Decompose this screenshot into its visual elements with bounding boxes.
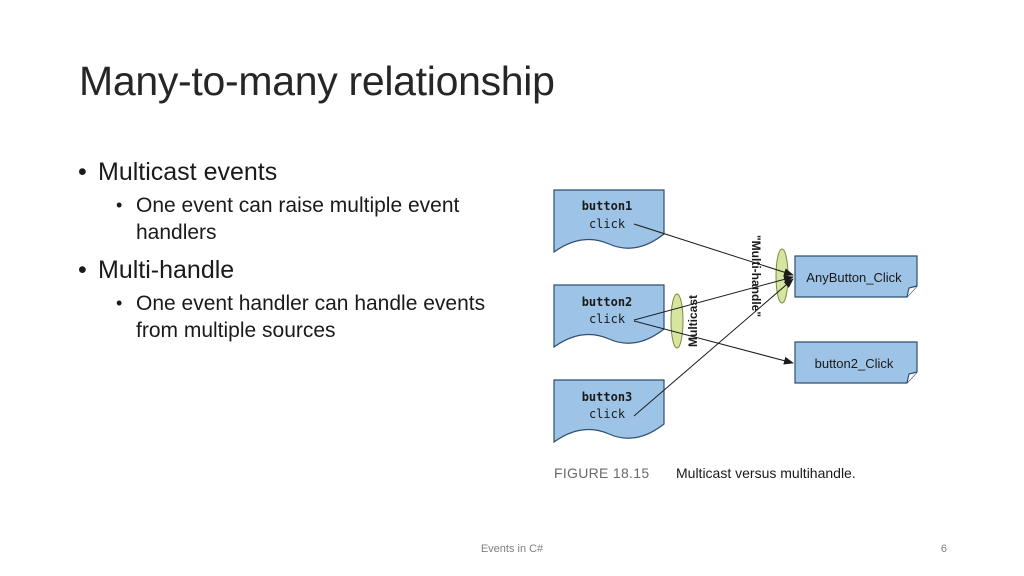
source-button2: button2 click <box>553 284 665 349</box>
handler-anybutton-click-label: AnyButton_Click <box>806 270 902 285</box>
bullet-multi-handle: Multi-handle <box>78 254 518 286</box>
arrow-button2-to-anybutton <box>633 275 794 321</box>
figure-number: FIGURE 18.15 <box>554 465 649 481</box>
source-button3: button3 click <box>553 379 665 444</box>
source-button2-event: click <box>589 312 626 326</box>
arrow-button2-to-button2click <box>633 320 794 365</box>
source-button1-name: button1 <box>582 199 633 213</box>
multicast-label: Multicast <box>686 295 700 347</box>
handler-button2-click-label: button2_Click <box>815 356 894 371</box>
footer-title: Events in C# <box>480 543 544 555</box>
source-button2-name: button2 <box>582 295 633 309</box>
figure-caption: Multicast versus multihandle. <box>676 465 856 481</box>
slide-title: Many-to-many relationship <box>79 58 555 104</box>
source-button1-event: click <box>589 217 626 231</box>
arrow-button3-to-anybutton <box>633 278 794 417</box>
bullet-list: Multicast events One event can raise mul… <box>78 156 518 352</box>
multihandle-label: "Multi-handle" <box>749 235 763 317</box>
source-button3-event: click <box>589 407 626 421</box>
sub-bullet-multihandle-desc: One event handler can handle events from… <box>116 290 518 344</box>
multicast-ellipse <box>670 293 684 349</box>
handler-button2-click: button2_Click <box>794 341 918 384</box>
arrow-button1-to-anybutton <box>633 223 794 277</box>
source-button1: button1 click <box>553 189 665 254</box>
page-number: 6 <box>940 543 947 555</box>
bullet-multicast-events: Multicast events <box>78 156 518 188</box>
multicast-diagram: button1 click button2 click button3 clic… <box>553 189 918 481</box>
handler-anybutton-click: AnyButton_Click <box>794 255 918 298</box>
sub-bullet-multicast-desc: One event can raise multiple event handl… <box>116 192 518 246</box>
multihandle-ellipse <box>775 248 789 304</box>
source-button3-name: button3 <box>582 390 633 404</box>
